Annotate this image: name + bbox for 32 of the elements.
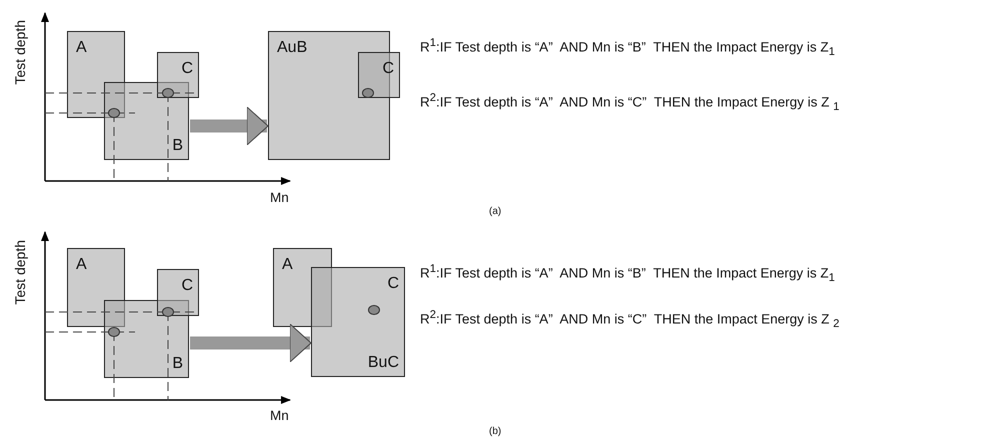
panel-label: (a) [489, 206, 502, 218]
rule-text: R$^{1}$:IF Test depth is “A” AND Mn is “B” THEN the Impact Energy is Z$_{1}$ [420, 37, 835, 60]
set-box [358, 52, 400, 98]
set-box [273, 248, 332, 327]
set-label: A [282, 257, 293, 273]
set-label: B [172, 356, 183, 372]
set-box [104, 82, 189, 160]
axis-title: Test depth [12, 20, 29, 85]
set-label: BuC [368, 355, 399, 371]
set-label: A [76, 257, 87, 273]
axis-title: Mn [270, 408, 289, 424]
set-label: C [181, 61, 193, 77]
set-label: B [172, 138, 183, 154]
block-arrow [190, 106, 268, 146]
set-label: A [76, 40, 87, 56]
set-box [157, 52, 199, 98]
panel-label: (b) [489, 426, 502, 438]
set-box [67, 31, 125, 118]
set-label: C [387, 276, 399, 292]
rule-text: R$^{2}$:IF Test depth is “A” AND Mn is “C” THEN the Impact Energy is Z $_{1}$ [420, 92, 840, 115]
rule-text: R$^{2}$:IF Test depth is “A” AND Mn is “C” THEN the Impact Energy is Z $_{2}$ [420, 309, 840, 332]
set-box [157, 269, 199, 316]
axis-title: Test depth [12, 240, 29, 305]
set-box [104, 300, 189, 378]
rule-text: R$^{1}$:IF Test depth is “A” AND Mn is “B” THEN the Impact Energy is Z$_{1}$ [420, 263, 835, 286]
set-label: C [181, 278, 193, 294]
axis-title: Mn [270, 190, 289, 206]
block-arrow [190, 324, 312, 362]
set-label: AuB [277, 40, 308, 56]
set-label: C [382, 61, 394, 77]
set-box [311, 267, 405, 377]
set-box [67, 248, 125, 327]
